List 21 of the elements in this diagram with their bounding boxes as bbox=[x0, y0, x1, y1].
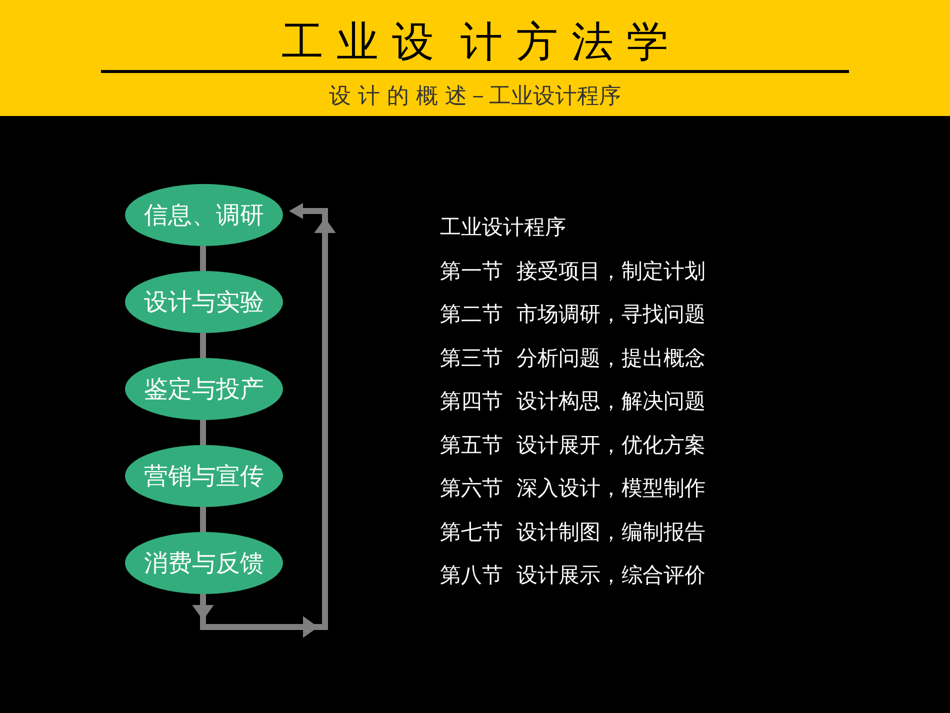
list-item: 第三节 分析问题，提出概念 bbox=[440, 344, 706, 372]
connector-line bbox=[200, 420, 206, 445]
step-ellipse: 设计与实验 bbox=[125, 271, 283, 333]
step-ellipse: 信息、调研 bbox=[125, 184, 283, 246]
step-ellipse: 营销与宣传 bbox=[125, 445, 283, 507]
list-item: 第四节 设计构思，解决问题 bbox=[440, 388, 706, 415]
list-item: 第二节 市场调研，寻找问题 bbox=[440, 301, 706, 328]
list-item: 第五节 设计展开，优化方案 bbox=[440, 432, 706, 458]
arrow bbox=[192, 203, 336, 638]
list-item: 第七节 设计制图，编制报告 bbox=[440, 518, 706, 546]
connector-line bbox=[200, 333, 206, 358]
connector-line bbox=[200, 507, 206, 532]
list-heading: 工业设计程序 bbox=[440, 214, 566, 241]
title: 工 业 设 计 方 法 学 bbox=[280, 16, 670, 68]
subtitle: 设 计 的 概 述－工业设计程序 bbox=[328, 83, 622, 111]
list-item: 第八节 设计展示，综合评价 bbox=[440, 562, 706, 589]
step-ellipse: 鉴定与投产 bbox=[125, 358, 283, 420]
connector-line bbox=[200, 246, 206, 271]
list-item: 第六节 深入设计，模型制作 bbox=[440, 475, 706, 502]
step-ellipse: 消费与反馈 bbox=[125, 532, 283, 594]
list-item: 第一节 接受项目，制定计划 bbox=[440, 258, 706, 284]
